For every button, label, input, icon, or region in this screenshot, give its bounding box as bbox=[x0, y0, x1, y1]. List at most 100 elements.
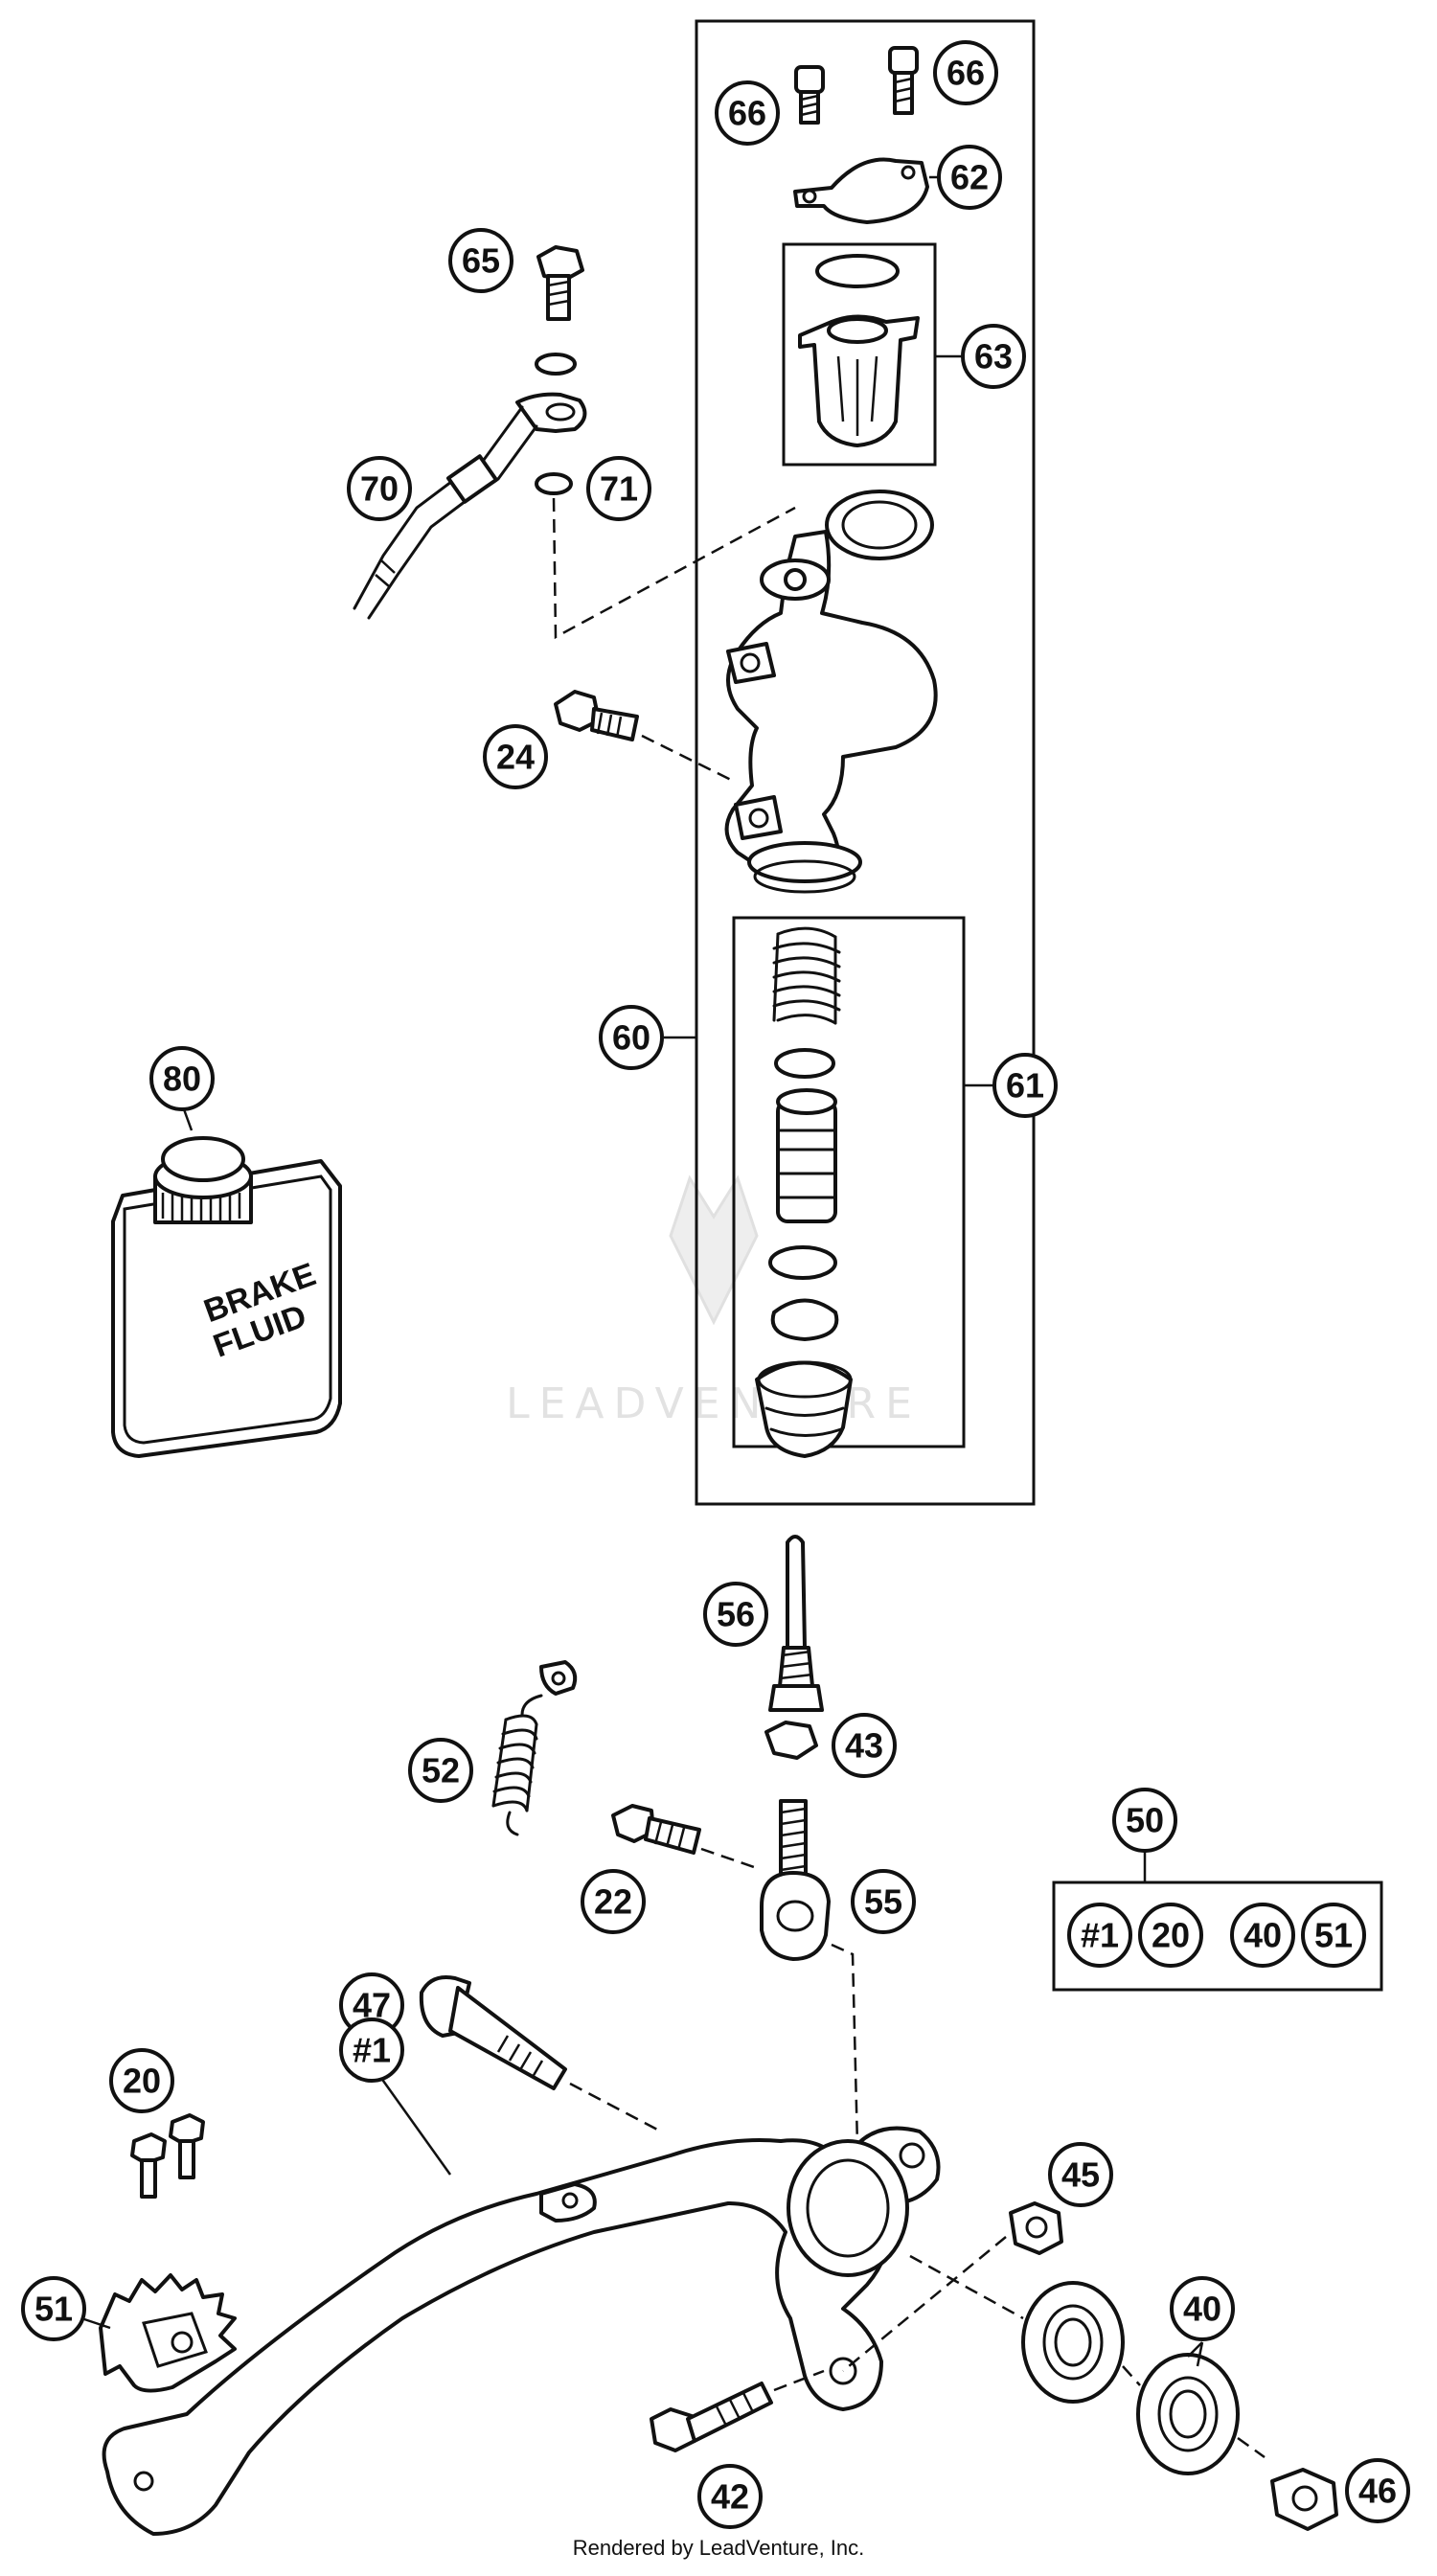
callout-20: 20 bbox=[109, 2048, 174, 2113]
callout-22: 22 bbox=[581, 1869, 646, 1934]
svg-text:63: 63 bbox=[974, 337, 1013, 376]
svg-text:51: 51 bbox=[1314, 1916, 1353, 1955]
callout-51: 51 bbox=[21, 2276, 86, 2341]
callout-61: 61 bbox=[992, 1053, 1058, 1118]
leader-40 bbox=[1187, 2341, 1204, 2367]
mounting-bolt-part bbox=[554, 690, 639, 741]
svg-text:51: 51 bbox=[34, 2290, 73, 2329]
assembly-line-55 bbox=[831, 1943, 859, 2147]
callout-66b: 66 bbox=[933, 40, 998, 105]
banjo-bolt-part bbox=[535, 245, 584, 376]
callout-45: 45 bbox=[1048, 2142, 1113, 2207]
kit-item-1: #1 bbox=[1067, 1903, 1132, 1968]
lock-nut-part bbox=[764, 1721, 818, 1760]
svg-text:56: 56 bbox=[717, 1595, 755, 1634]
brake-pedal-part bbox=[102, 2126, 941, 2536]
pedal-bolt-part bbox=[419, 1975, 567, 2090]
svg-text:62: 62 bbox=[950, 158, 989, 197]
leader-80 bbox=[182, 1108, 194, 1131]
screw-part-20 bbox=[130, 2113, 205, 2199]
piston-kit-parts bbox=[755, 926, 853, 1458]
callout-46: 46 bbox=[1345, 2458, 1410, 2523]
watermark-text: LEADVENTURE bbox=[506, 1379, 922, 1428]
brake-fluid-can-part: BRAKE FLUID bbox=[111, 1136, 342, 1458]
svg-text:61: 61 bbox=[1006, 1066, 1044, 1106]
assembly-line-42 bbox=[773, 2369, 825, 2392]
svg-text:24: 24 bbox=[496, 738, 535, 777]
leader-51 bbox=[80, 2316, 111, 2330]
bearing-part-b bbox=[1136, 2353, 1240, 2475]
svg-text:71: 71 bbox=[600, 469, 638, 509]
svg-text:20: 20 bbox=[1152, 1916, 1190, 1955]
brake-hose-part bbox=[353, 392, 587, 620]
assembly-line-47 bbox=[569, 2082, 662, 2133]
reservoir-part bbox=[798, 254, 920, 447]
svg-text:70: 70 bbox=[360, 469, 399, 509]
leader-1 bbox=[376, 2073, 452, 2176]
assembly-line-22 bbox=[700, 1847, 758, 1870]
callout-42: 42 bbox=[697, 2464, 763, 2529]
svg-text:20: 20 bbox=[123, 2062, 161, 2101]
return-spring-part bbox=[491, 1660, 578, 1836]
svg-text:50: 50 bbox=[1126, 1801, 1164, 1840]
callout-47: 47 bbox=[339, 1972, 404, 2038]
svg-text:55: 55 bbox=[864, 1882, 902, 1922]
svg-text:43: 43 bbox=[845, 1726, 883, 1766]
bearing-part-a bbox=[1021, 2281, 1125, 2404]
watermark: LEADVENTURE bbox=[506, 1174, 922, 1428]
callout-1: #1 bbox=[339, 2017, 404, 2083]
callout-40: 40 bbox=[1170, 2276, 1235, 2341]
callout-66a: 66 bbox=[715, 80, 780, 146]
callout-63: 63 bbox=[961, 324, 1026, 389]
svg-text:42: 42 bbox=[711, 2477, 749, 2517]
washer-part bbox=[535, 472, 573, 495]
clevis-eye-part bbox=[760, 1799, 831, 1961]
push-rod-part bbox=[768, 1535, 824, 1712]
callout-60: 60 bbox=[599, 1005, 664, 1070]
assembly-line-24 bbox=[641, 734, 734, 783]
screw-part-66b bbox=[888, 46, 919, 115]
pivot-nut-part bbox=[1270, 2468, 1338, 2531]
kit-item-40: 40 bbox=[1230, 1903, 1295, 1968]
svg-text:65: 65 bbox=[462, 241, 500, 281]
callout-50: 50 bbox=[1112, 1788, 1177, 1853]
callout-62: 62 bbox=[937, 145, 1002, 210]
callout-55: 55 bbox=[851, 1869, 916, 1934]
pedal-tip-part bbox=[99, 2273, 237, 2393]
assembly-line-40 bbox=[909, 2254, 1266, 2459]
svg-text:45: 45 bbox=[1061, 2155, 1100, 2195]
footer-credit: Rendered by LeadVenture, Inc. bbox=[573, 2536, 865, 2560]
piston-kit-box bbox=[732, 916, 966, 1448]
svg-text:#1: #1 bbox=[353, 2031, 391, 2070]
callout-24: 24 bbox=[483, 724, 548, 789]
svg-text:46: 46 bbox=[1358, 2472, 1397, 2511]
callout-70: 70 bbox=[347, 456, 412, 521]
screw-part-66a bbox=[794, 65, 825, 125]
svg-text:52: 52 bbox=[422, 1751, 460, 1790]
svg-text:66: 66 bbox=[947, 54, 985, 93]
pivot-bolt-22-part bbox=[611, 1804, 701, 1855]
callout-56: 56 bbox=[703, 1582, 768, 1647]
callout-71: 71 bbox=[586, 456, 651, 521]
callout-80: 80 bbox=[149, 1046, 215, 1111]
brake-pedal-kit-box bbox=[1052, 1881, 1383, 1992]
callout-65: 65 bbox=[448, 228, 513, 293]
pivot-bolt-42-part bbox=[650, 2382, 773, 2452]
reservoir-cap-part bbox=[793, 157, 929, 224]
master-cylinder-body-part bbox=[724, 490, 938, 894]
kit-item-51: 51 bbox=[1301, 1903, 1366, 1968]
callout-52: 52 bbox=[408, 1738, 473, 1803]
callout-43: 43 bbox=[832, 1713, 897, 1778]
master-cylinder-kit-box bbox=[695, 19, 1036, 1506]
svg-text:#1: #1 bbox=[1081, 1916, 1119, 1955]
svg-text:80: 80 bbox=[163, 1060, 201, 1099]
svg-text:60: 60 bbox=[612, 1018, 650, 1058]
svg-text:66: 66 bbox=[728, 94, 766, 133]
svg-text:40: 40 bbox=[1183, 2290, 1221, 2329]
svg-text:40: 40 bbox=[1243, 1916, 1282, 1955]
svg-text:22: 22 bbox=[594, 1882, 632, 1922]
assembly-line-45 bbox=[842, 2236, 1007, 2372]
assembly-line-71 bbox=[552, 497, 796, 640]
reservoir-kit-box bbox=[782, 242, 937, 467]
